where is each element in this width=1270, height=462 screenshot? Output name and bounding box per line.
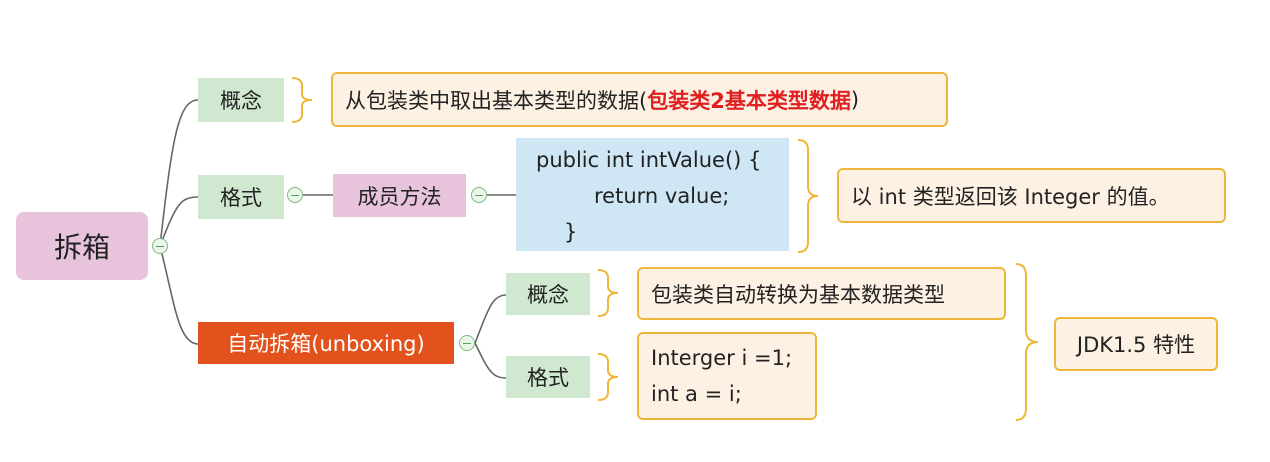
connector-root-concept xyxy=(159,99,199,247)
topic-unboxing-concept[interactable]: 概念 xyxy=(506,273,590,315)
connector-unboxing-concept xyxy=(474,294,507,344)
topic-auto-unboxing[interactable]: 自动拆箱(unboxing) xyxy=(198,322,454,364)
connector-root-unboxing xyxy=(159,245,199,345)
unboxing-collapse-toggle[interactable] xyxy=(459,335,475,351)
code-block-intvalue[interactable]: public int intValue() { return value; } xyxy=(516,138,789,251)
brace-unbox-format xyxy=(597,353,619,401)
note-concept[interactable]: 从包装类中取出基本类型的数据(包装类2基本类型数据) xyxy=(331,72,948,127)
note-concept-highlight: 包装类2基本类型数据 xyxy=(647,88,851,113)
note-jdk-feature[interactable]: JDK1.5 特性 xyxy=(1054,317,1218,371)
brace-code xyxy=(797,139,819,253)
topic-concept[interactable]: 概念 xyxy=(198,78,284,122)
connector-root-format xyxy=(159,196,199,247)
unboxing-code-line-2: int a = i; xyxy=(651,382,742,406)
note-jdk-feature-text: JDK1.5 特性 xyxy=(1076,333,1196,357)
note-unboxing-concept[interactable]: 包装类自动转换为基本数据类型 xyxy=(637,267,1006,320)
code-line-1: public int intValue() { xyxy=(536,148,762,172)
topic-unboxing-concept-label: 概念 xyxy=(527,283,569,307)
topic-format-label: 格式 xyxy=(220,186,262,210)
root-topic-label: 拆箱 xyxy=(53,231,110,264)
root-collapse-toggle[interactable] xyxy=(152,238,168,254)
note-concept-suffix: ) xyxy=(850,87,860,112)
brace-concept xyxy=(291,77,313,123)
topic-concept-label: 概念 xyxy=(220,89,262,113)
note-unboxing-code[interactable]: Interger i =1; int a = i; xyxy=(637,332,817,420)
topic-member-method[interactable]: 成员方法 xyxy=(333,174,466,217)
topic-unboxing-format-label: 格式 xyxy=(527,366,569,390)
method-collapse-toggle[interactable] xyxy=(471,187,487,203)
topic-format[interactable]: 格式 xyxy=(198,175,284,219)
topic-unboxing-format[interactable]: 格式 xyxy=(506,356,590,398)
topic-auto-unboxing-label: 自动拆箱(unboxing) xyxy=(227,332,425,356)
brace-feature xyxy=(1015,263,1039,421)
connector-unboxing-format xyxy=(474,342,507,379)
code-line-3: } xyxy=(564,220,578,244)
note-intvalue[interactable]: 以 int 类型返回该 Integer 的值。 xyxy=(837,168,1226,223)
brace-unbox-concept xyxy=(597,269,619,317)
note-unboxing-concept-text: 包装类自动转换为基本数据类型 xyxy=(651,282,945,307)
code-line-2: return value; xyxy=(594,184,730,208)
format-collapse-toggle[interactable] xyxy=(287,187,303,203)
note-intvalue-text: 以 int 类型返回该 Integer 的值。 xyxy=(851,184,1170,209)
root-topic[interactable]: 拆箱 xyxy=(16,212,148,280)
topic-member-method-label: 成员方法 xyxy=(357,184,442,209)
unboxing-code-line-1: Interger i =1; xyxy=(651,346,793,370)
note-concept-prefix: 从包装类中取出基本类型的数据( xyxy=(345,88,648,113)
